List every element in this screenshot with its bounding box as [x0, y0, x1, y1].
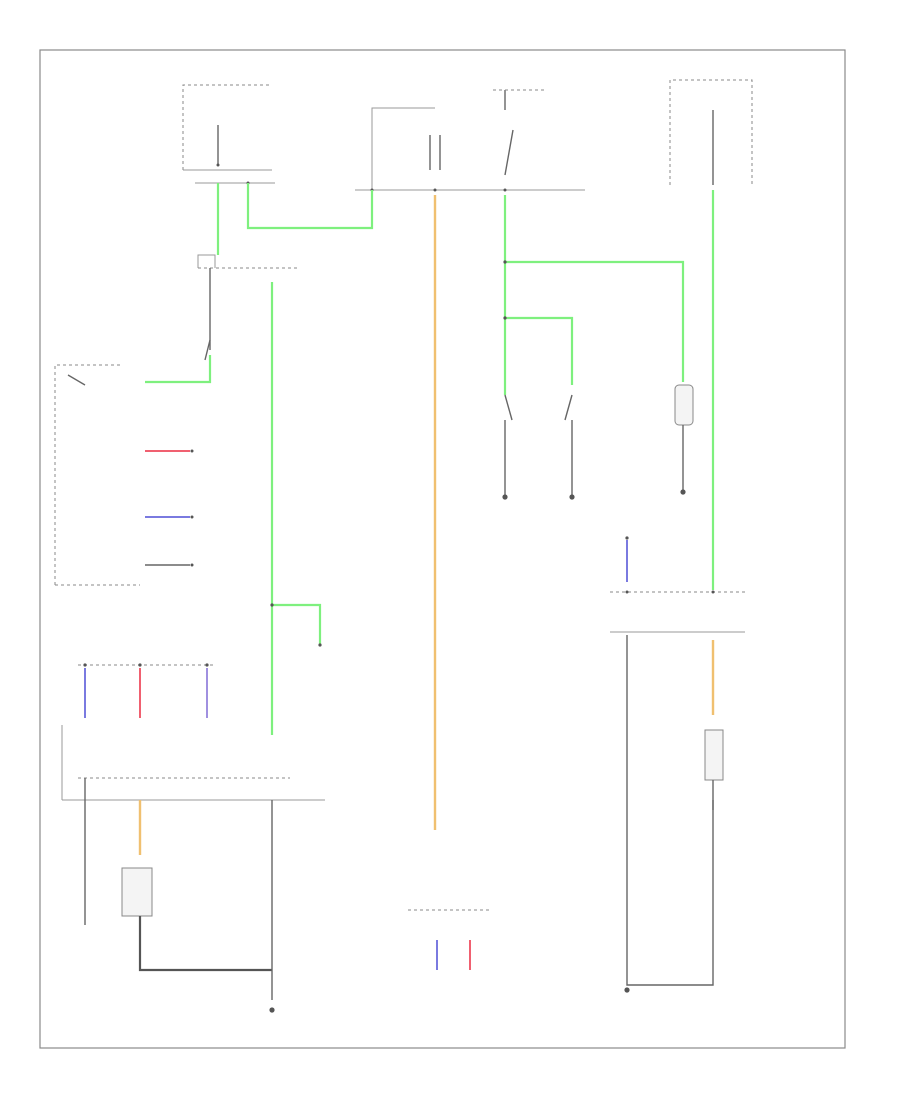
right-fuse-box-outline — [669, 79, 753, 185]
right-branch-node-2 — [503, 316, 507, 320]
ground-node-bottom-right — [624, 987, 630, 993]
green-wire-branch — [272, 603, 322, 645]
green-wire-to-control — [145, 355, 212, 384]
connector-node-1 — [83, 663, 87, 667]
diagram-frame — [39, 49, 846, 1049]
relay-contact — [429, 135, 441, 170]
right-branch-node-1 — [503, 260, 507, 264]
branch-end-node — [318, 643, 322, 647]
sensor-right-node — [680, 489, 686, 495]
left-switch-lever — [67, 374, 86, 386]
door-switch-2 — [564, 394, 573, 495]
left-control-outline — [54, 364, 120, 585]
switch-lever — [204, 339, 211, 361]
right-wire-down — [626, 635, 714, 986]
connector-node-3 — [205, 663, 209, 667]
right-switch-node-1 — [625, 590, 629, 594]
ground-node-bottom-left — [269, 1007, 275, 1013]
relay-switch — [504, 90, 514, 176]
connector-node-2 — [138, 663, 142, 667]
unit-box-outline — [61, 725, 325, 801]
connector-270 — [197, 254, 216, 268]
relay-box-outline — [371, 107, 435, 190]
door-switch-1 — [504, 394, 513, 495]
relay-node-2 — [433, 188, 437, 192]
actuator-right — [704, 729, 724, 781]
green-wire-right-branch-2 — [505, 316, 574, 385]
green-wire-top-link — [246, 183, 374, 230]
relay-node-3 — [503, 188, 507, 192]
blue-wire-right-node — [625, 536, 629, 540]
actuator-left — [121, 867, 153, 917]
door-switch-2-node — [569, 494, 575, 500]
green-wire-right-branch — [505, 260, 685, 382]
fuse-a-node — [216, 163, 220, 167]
fuse-box-outline — [182, 84, 272, 170]
red-stub-node — [190, 449, 194, 453]
black-stub-node — [190, 563, 194, 567]
sensor-right — [674, 384, 694, 426]
blue-stub-node — [190, 515, 194, 519]
branch-node — [270, 603, 274, 607]
actuator-left-ground — [138, 916, 272, 972]
right-switch-node-2 — [711, 590, 715, 594]
door-switch-1-node — [502, 494, 508, 500]
